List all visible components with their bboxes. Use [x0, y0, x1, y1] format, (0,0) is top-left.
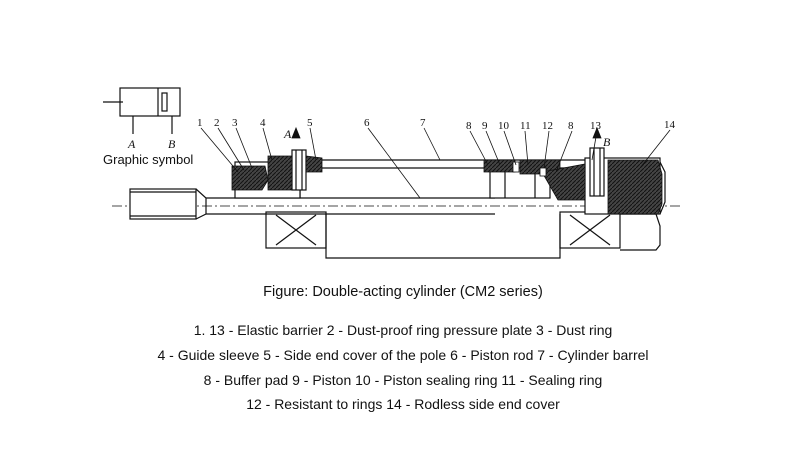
legend-line-1: 1. 13 - Elastic barrier 2 - Dust-proof r…: [193, 322, 613, 338]
callout-3: 3: [232, 117, 238, 129]
legend-line-2: 4 - Guide sleeve 5 - Side end cover of t…: [157, 347, 649, 363]
callout-5: 5: [307, 117, 313, 129]
hatched-sections: [231, 155, 663, 215]
callout-2: 2: [214, 117, 220, 129]
callout-11: 11: [520, 120, 531, 132]
figure-caption: Figure: Double-acting cylinder (CM2 seri…: [263, 284, 543, 300]
graphic-symbol: [103, 87, 181, 134]
symbol-port-a-label: A: [127, 137, 136, 151]
callout-13: 13: [590, 120, 602, 132]
callout-1: 1: [197, 117, 203, 129]
legend-line-3: 8 - Buffer pad 9 - Piston 10 - Piston se…: [203, 372, 603, 388]
drawing-port-a-label: A: [283, 127, 292, 141]
callout-9: 9: [482, 120, 488, 132]
port-arrows: [291, 126, 602, 139]
drawing-port-b-label: B: [603, 135, 611, 149]
symbol-port-b-label: B: [168, 137, 176, 151]
callout-8-second: 8: [568, 120, 574, 132]
cylinder-diagram: A B Graphic symbol: [103, 87, 682, 259]
callout-6: 6: [364, 117, 370, 129]
graphic-symbol-label: Graphic symbol: [103, 152, 193, 167]
callout-4: 4: [260, 117, 266, 129]
callout-14: 14: [664, 119, 676, 131]
callout-8: 8: [466, 120, 472, 132]
callout-10: 10: [498, 120, 510, 132]
cylinder-section: [112, 147, 682, 259]
callout-12: 12: [542, 120, 553, 132]
legend-line-4: 12 - Resistant to rings 14 - Rodless sid…: [246, 396, 560, 412]
callout-7: 7: [420, 117, 426, 129]
